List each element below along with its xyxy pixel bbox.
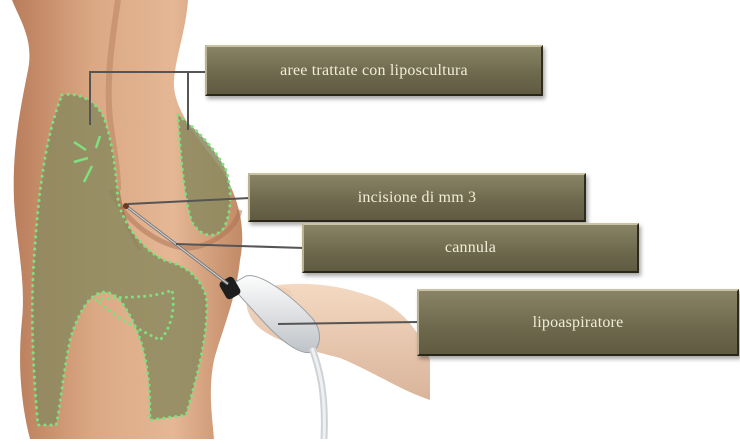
label-incision: incisione di mm 3 <box>248 173 586 222</box>
label-aspirator: lipoaspiratore <box>417 289 739 356</box>
label-treated-areas-text: aree trattate con liposcultura <box>280 62 468 80</box>
label-cannula: cannula <box>302 223 639 273</box>
label-incision-text: incisione di mm 3 <box>358 189 477 207</box>
label-treated-areas: aree trattate con liposcultura <box>205 45 543 96</box>
label-cannula-text: cannula <box>445 239 496 257</box>
label-aspirator-text: lipoaspiratore <box>533 314 624 332</box>
